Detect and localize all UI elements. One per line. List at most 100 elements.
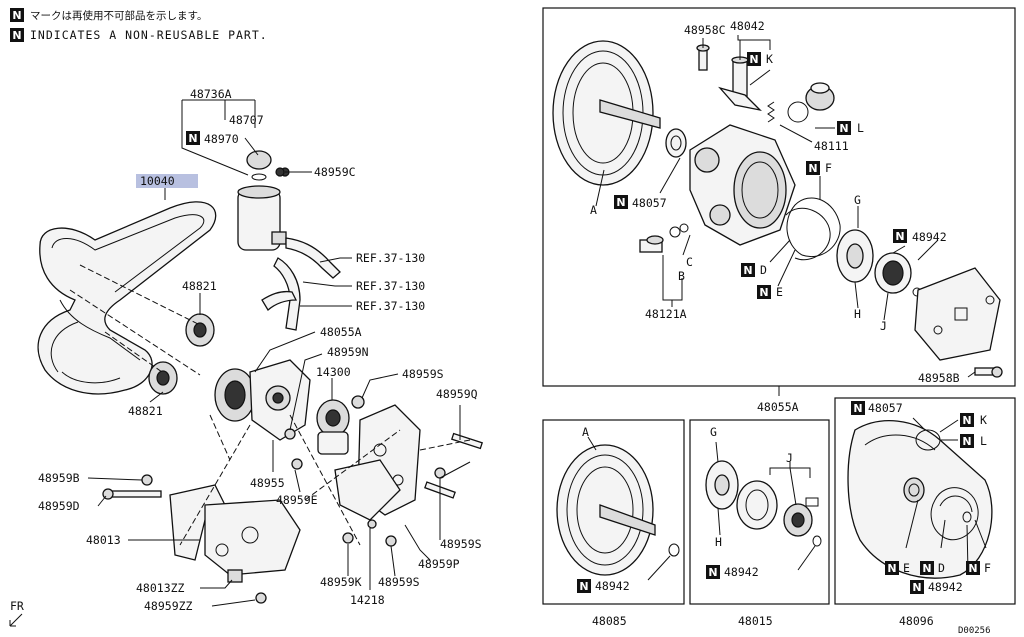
label-48959ZZ: 48959ZZ (144, 599, 193, 613)
label-48042: 48042 (730, 19, 765, 33)
label-48959P: 48959P (418, 557, 460, 571)
label-A-kit: A (582, 425, 589, 439)
label-48959E: 48959E (276, 493, 318, 507)
n-badge: N (12, 29, 21, 42)
pump-bracket (334, 404, 421, 521)
left-labels: 48736A 48707 N 48970 48959C 10040 REF.37… (9, 87, 482, 627)
label-48085[interactable]: 48085 (592, 614, 627, 628)
label-A-top: A (590, 203, 597, 217)
reservoir-tank (237, 150, 290, 251)
label-D-top: D (760, 263, 767, 277)
label-ref-37-130-c[interactable]: REF.37-130 (356, 299, 425, 313)
belt-illustration (37, 201, 217, 395)
label-H-kit: H (715, 535, 722, 549)
label-48013: 48013 (86, 533, 121, 547)
label-48096[interactable]: 48096 (899, 614, 934, 628)
n-badge: N (749, 53, 758, 66)
label-48959K: 48959K (320, 575, 362, 589)
label-G-kit: G (710, 425, 717, 439)
n-badge: N (616, 196, 625, 209)
n-badge: N (962, 414, 971, 427)
idler-pulley-upper (185, 313, 215, 347)
label-G-top: G (854, 193, 861, 207)
mounting-bracket-48013 (169, 484, 301, 583)
label-ref-37-130-b[interactable]: REF.37-130 (356, 279, 425, 293)
label-L-top: L (857, 121, 864, 135)
label-14218: 14218 (350, 593, 385, 607)
note-english: INDICATES A NON-REUSABLE PART. (30, 28, 268, 42)
label-48707: 48707 (229, 113, 264, 127)
label-D-seal: D (938, 561, 945, 575)
n-badge: N (12, 9, 21, 22)
label-48121A: 48121A (645, 307, 687, 321)
label-48111: 48111 (814, 139, 849, 153)
label-48013ZZ: 48013ZZ (136, 581, 185, 595)
label-C-top: C (686, 255, 693, 269)
label-48057-top: 48057 (632, 196, 667, 210)
label-48959B: 48959B (38, 471, 80, 485)
label-48959S-c: 48959S (440, 537, 482, 551)
label-K-top: K (766, 52, 773, 66)
assembly-dashed-lines (69, 264, 471, 546)
n-badge: N (887, 562, 896, 575)
diagram-id: D00256 (958, 626, 991, 636)
label-48955: 48955 (250, 476, 285, 490)
label-48942-seal: 48942 (928, 580, 963, 594)
n-badge: N (743, 264, 752, 277)
cartridge-48015 (705, 441, 822, 571)
n-badge: N (962, 435, 971, 448)
label-J-kit: J (786, 451, 793, 465)
direction-label: FR (10, 599, 24, 613)
pump-exploded-leaders (595, 35, 976, 378)
n-badge: N (708, 566, 717, 579)
label-E-top: E (776, 285, 783, 299)
label-K-seal: K (980, 413, 987, 427)
n-badge: N (808, 162, 817, 175)
hoses (261, 237, 341, 331)
label-E-seal: E (903, 561, 910, 575)
n-badge: N (839, 122, 848, 135)
label-14300: 14300 (316, 365, 351, 379)
label-48959D: 48959D (38, 499, 80, 513)
label-48057-seal: 48057 (868, 401, 903, 415)
label-48959C: 48959C (314, 165, 356, 179)
label-48942-cartridge: 48942 (724, 565, 759, 579)
label-48942-top: 48942 (912, 230, 947, 244)
idler-pulley-lower (148, 361, 178, 395)
n-badge: N (759, 286, 768, 299)
belt-tensioner (316, 399, 350, 455)
label-H-top: H (854, 307, 861, 321)
non-reusable-legend: N マークは再使用不可部品を示します。 N INDICATES A NON-RE… (10, 8, 268, 42)
label-48055A-left: 48055A (320, 325, 362, 339)
pump-exploded-parts (552, 40, 1003, 378)
label-48055A-kit[interactable]: 48055A (757, 400, 799, 414)
leader-lines-left (87, 99, 471, 607)
label-48959S-a: 48959S (402, 367, 444, 381)
label-10040[interactable]: 10040 (140, 174, 175, 188)
label-48821-lower: 48821 (128, 404, 163, 418)
seal-kit-frame (834, 397, 1016, 605)
power-steering-pump (214, 359, 311, 441)
n-badge: N (912, 581, 921, 594)
label-48942-pulley: 48942 (595, 579, 630, 593)
cartridge-kit-frame (689, 419, 830, 605)
n-badge: N (895, 230, 904, 243)
n-badge: N (968, 562, 977, 575)
pump-exploded-labels: 48958C 48042 N K N L 48111 N F G N 48942… (590, 19, 960, 385)
label-48970: 48970 (204, 132, 239, 146)
label-F-seal: F (984, 561, 991, 575)
label-J-top: J (880, 319, 887, 333)
label-L-seal: L (980, 434, 987, 448)
label-48821-upper: 48821 (182, 279, 217, 293)
pulley-kit-frame (542, 419, 685, 605)
label-ref-37-130-a[interactable]: REF.37-130 (356, 251, 425, 265)
note-japanese: マークは再使用不可部品を示します。 (30, 9, 207, 22)
label-48015[interactable]: 48015 (738, 614, 773, 628)
label-48736A: 48736A (190, 87, 232, 101)
label-48958B: 48958B (918, 371, 960, 385)
label-F-top: F (825, 161, 832, 175)
label-B-top: B (678, 269, 685, 283)
n-badge: N (922, 562, 931, 575)
n-badge: N (188, 132, 197, 145)
